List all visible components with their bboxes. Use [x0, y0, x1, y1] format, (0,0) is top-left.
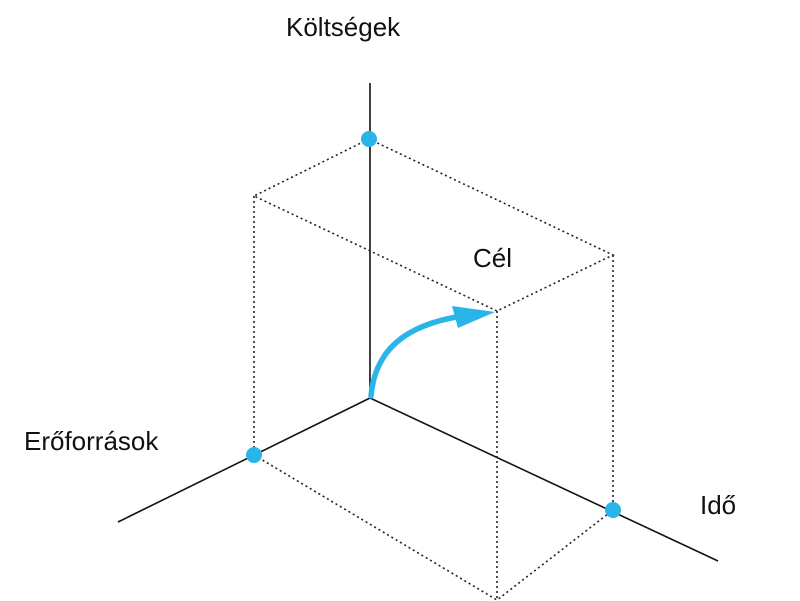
resources-axis [117, 397, 371, 523]
goal-label: Cél [473, 243, 513, 273]
resources-label: Erőforrások [24, 426, 159, 456]
time-label: Idő [700, 490, 737, 520]
goal-arrow-head [452, 306, 495, 328]
dotted-box [252, 138, 615, 601]
time-axis [369, 397, 719, 562]
goal-arrow-shaft [368, 313, 465, 399]
costs-point [361, 131, 377, 147]
resources-point [246, 447, 262, 463]
time-point [605, 502, 621, 518]
costs-label: Költségek [286, 12, 401, 42]
